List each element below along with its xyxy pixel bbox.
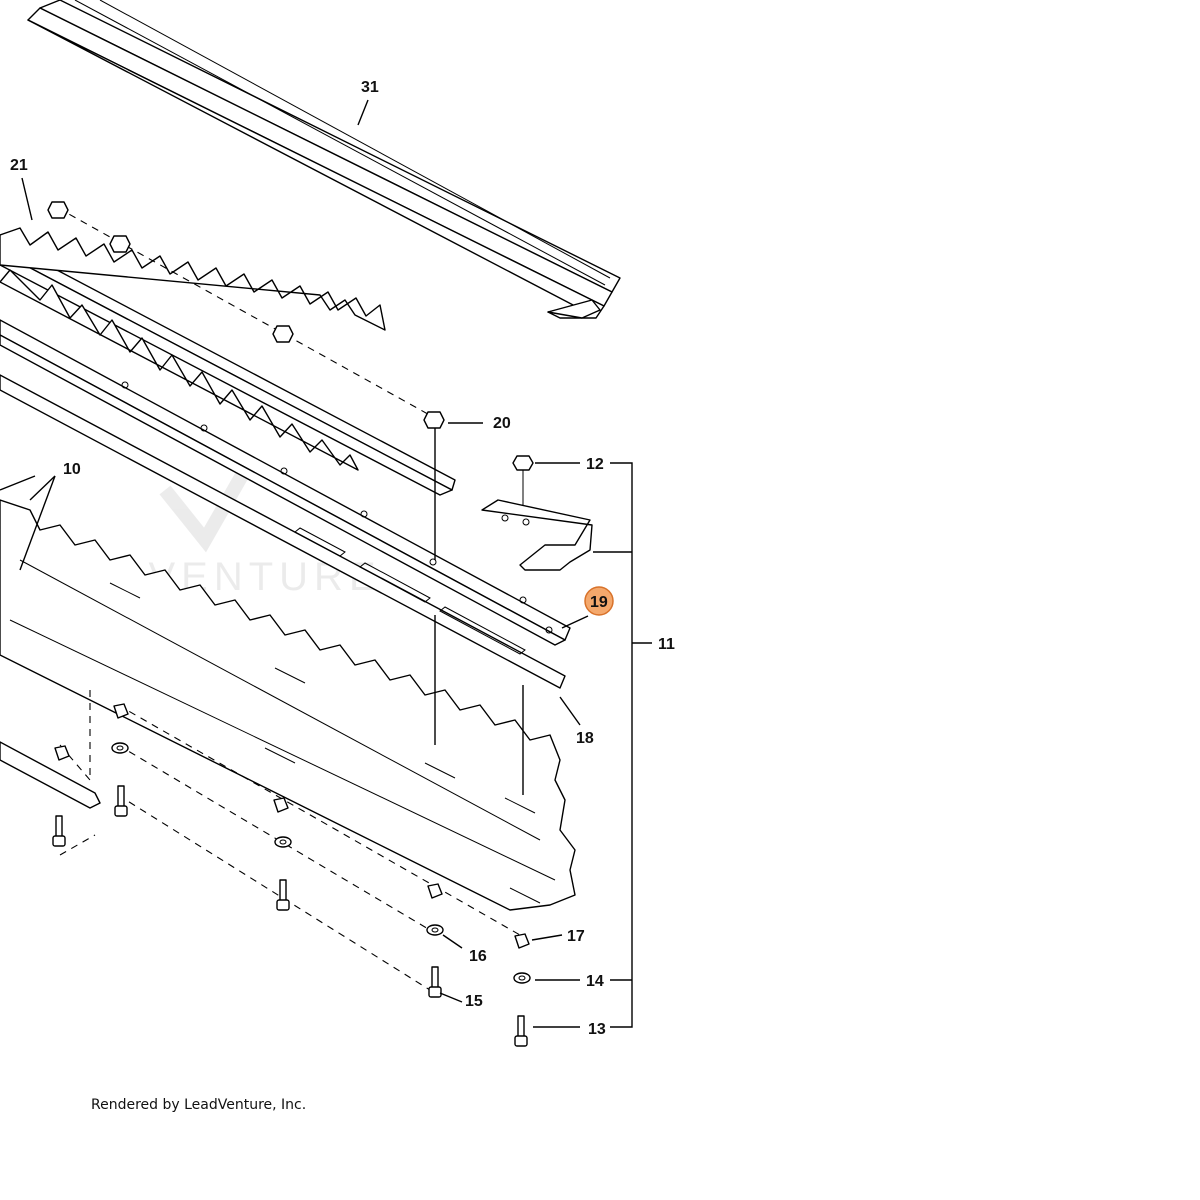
square-nut-icon [273, 797, 289, 813]
callout-17[interactable]: 17 [567, 928, 585, 945]
rail-holes [121, 381, 553, 634]
bolt-icon [428, 966, 442, 998]
bolt-icon [52, 815, 66, 847]
assembly-lines [434, 428, 524, 795]
washer-icon [426, 924, 444, 936]
washer-icon [111, 742, 129, 754]
bolt-icon [276, 879, 290, 911]
part-21-upper-blade [0, 227, 456, 496]
callout-18[interactable]: 18 [576, 730, 594, 747]
bolt-icon [114, 785, 128, 817]
part-10-lower-blade [0, 499, 576, 911]
callout-11[interactable]: 11 [658, 636, 675, 653]
callout-15[interactable]: 15 [465, 993, 483, 1010]
part-12-bracket [481, 455, 593, 571]
square-nut-icon [113, 703, 129, 719]
washer-icon [513, 972, 531, 984]
nut-icon [423, 411, 445, 429]
nut-icon [47, 201, 69, 219]
callout-31[interactable]: 31 [361, 79, 379, 96]
callout-14[interactable]: 14 [586, 973, 604, 990]
leader-lines [0, 99, 652, 1028]
square-nut-icon [514, 933, 530, 949]
footer-credit: Rendered by LeadVenture, Inc. [91, 1097, 307, 1113]
callout-20[interactable]: 20 [493, 415, 511, 432]
washer-icon [274, 836, 292, 848]
nut-icon [512, 455, 534, 471]
square-nut-icon [427, 883, 443, 899]
part-20-nuts [47, 201, 445, 429]
fasteners [0, 690, 531, 1047]
callouts: 31 21 20 12 10 19 11 18 17 16 14 15 13 [10, 79, 675, 1038]
callout-10[interactable]: 10 [63, 461, 81, 478]
bolt-icon [514, 1015, 528, 1047]
square-nut-icon [54, 745, 70, 761]
callout-21[interactable]: 21 [10, 157, 28, 174]
blade-slots [109, 582, 541, 904]
part-31-blade-guard [27, 0, 621, 319]
callout-16[interactable]: 16 [469, 948, 487, 965]
highlight-marker [584, 586, 614, 616]
callout-19[interactable]: 19 [590, 594, 608, 611]
nut-icon [109, 235, 131, 253]
part-18-flat-bar [0, 374, 566, 689]
callout-12[interactable]: 12 [586, 456, 604, 473]
part-19-rail [0, 319, 571, 646]
callout-13[interactable]: 13 [588, 1021, 606, 1038]
nut-icon [272, 325, 294, 343]
